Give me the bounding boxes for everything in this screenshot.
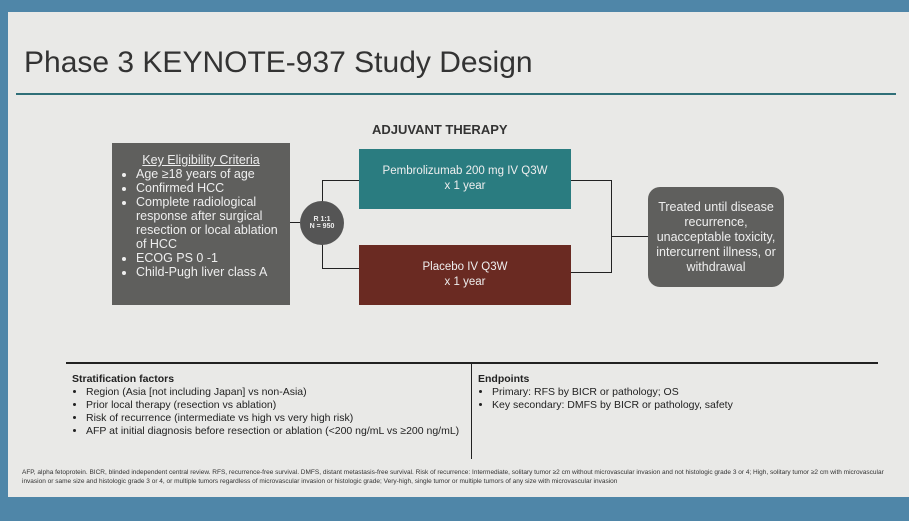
- randomization-circle: R 1:1 N = 950: [300, 201, 344, 245]
- arm-duration: x 1 year: [444, 180, 486, 192]
- endpoint-item: Primary: RFS by BICR or pathology; OS: [492, 386, 878, 399]
- connector: [611, 180, 612, 273]
- stratification-item: AFP at initial diagnosis before resectio…: [86, 425, 467, 438]
- stratification-item: Prior local therapy (resection vs ablati…: [86, 399, 467, 412]
- stratification-section: Stratification factors Region (Asia [not…: [72, 373, 467, 438]
- connector: [571, 272, 611, 273]
- eligibility-heading: Key Eligibility Criteria: [142, 153, 260, 167]
- arm-label: Placebo IV Q3W: [422, 261, 508, 273]
- eligibility-item: Complete radiological response after sur…: [136, 195, 286, 251]
- connector: [571, 180, 611, 181]
- title-divider: [16, 93, 896, 95]
- stratification-heading: Stratification factors: [72, 373, 175, 385]
- eligibility-box: Key Eligibility Criteria Age ≥18 years o…: [112, 143, 290, 305]
- eligibility-item: Age ≥18 years of age: [136, 167, 286, 181]
- column-divider: [471, 364, 472, 459]
- stratification-item: Risk of recurrence (intermediate vs high…: [86, 412, 467, 425]
- placebo-arm: Placebo IV Q3W x 1 year: [359, 245, 571, 305]
- randomization-ratio: R 1:1: [313, 216, 331, 223]
- connector: [290, 222, 300, 223]
- endpoints-heading: Endpoints: [478, 373, 530, 385]
- outcome-box: Treated until disease recurrence, unacce…: [648, 187, 784, 287]
- eligibility-item: Child-Pugh liver class A: [136, 265, 286, 279]
- randomization-n: N = 950: [309, 223, 335, 230]
- footnote: AFP, alpha fetoprotein. BICR, blinded in…: [22, 469, 884, 485]
- page-title: Phase 3 KEYNOTE-937 Study Design: [24, 46, 533, 79]
- arm-label: Pembrolizumab 200 mg IV Q3W: [382, 165, 548, 177]
- adjuvant-therapy-label: ADJUVANT THERAPY: [372, 122, 508, 137]
- arrow-to-pembro: [322, 180, 359, 181]
- section-divider: [66, 362, 878, 364]
- arm-duration: x 1 year: [444, 276, 486, 288]
- arrow-to-placebo: [322, 268, 359, 269]
- eligibility-item: ECOG PS 0 -1: [136, 251, 286, 265]
- arrow-to-outcome: [611, 236, 648, 237]
- eligibility-item: Confirmed HCC: [136, 181, 286, 195]
- pembrolizumab-arm: Pembrolizumab 200 mg IV Q3W x 1 year: [359, 149, 571, 209]
- endpoints-section: Endpoints Primary: RFS by BICR or pathol…: [478, 373, 878, 412]
- stratification-item: Region (Asia [not including Japan] vs no…: [86, 386, 467, 399]
- endpoint-item: Key secondary: DMFS by BICR or pathology…: [492, 399, 878, 412]
